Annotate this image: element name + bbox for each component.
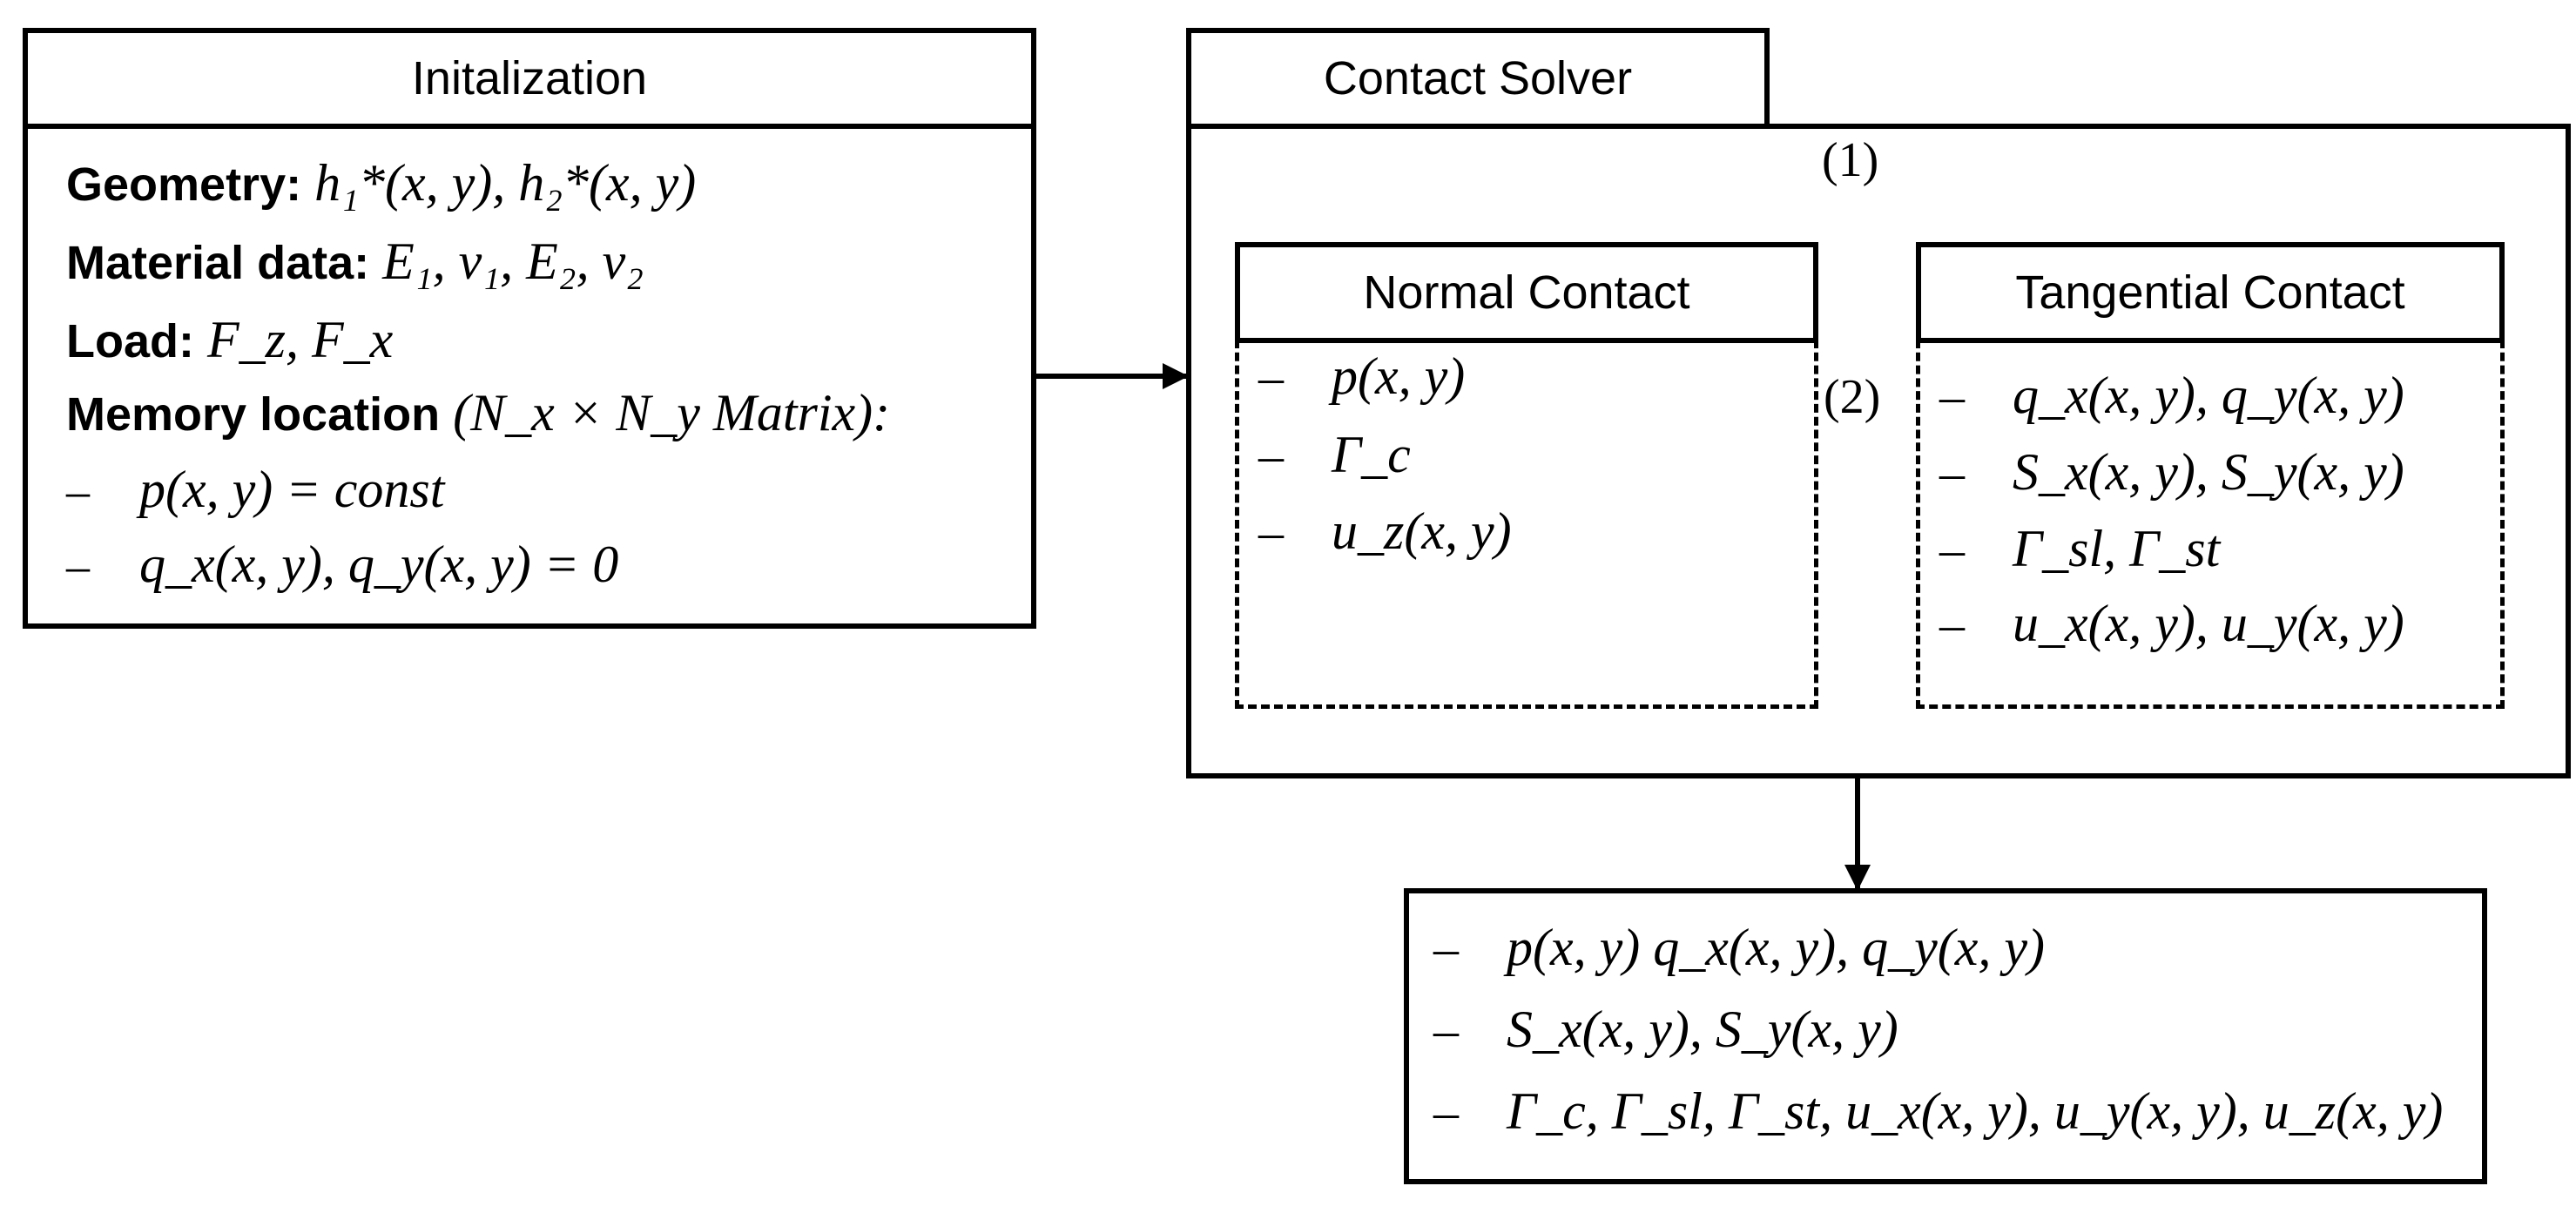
load-label: Load: [66, 315, 194, 367]
output-box: –p(x, y) q_x(x, y), q_y(x, y) –S_x(x, y)… [1404, 888, 2487, 1184]
tangential-contact-title: Tangential Contact [2015, 266, 2405, 319]
material-value: E₁, ν₁, E₂, ν₂ [382, 232, 644, 290]
init-item-2: –q_x(x, y), q_y(x, y) = 0 [66, 536, 619, 593]
tangential-contact-title-box: Tangential Contact [1916, 242, 2505, 343]
initialization-title-box: Initalization [23, 28, 1036, 129]
cycle-label-1: (1) [1822, 133, 1879, 187]
cycle-label-2: (2) [1824, 370, 1881, 424]
material-row: Material data: E₁, ν₁, E₂, ν₂ [66, 232, 644, 292]
normal-item-3: –u_z(x, y) [1258, 502, 1512, 560]
geometry-value: h₁*(x, y), h₂*(x, y) [314, 154, 697, 212]
load-row: Load: F_z, F_x [66, 310, 393, 370]
normal-item-1: –p(x, y) [1258, 347, 1466, 405]
solver-title: Contact Solver [1323, 52, 1633, 104]
tangential-item-2: –S_x(x, y), S_y(x, y) [1939, 443, 2404, 501]
tangential-item-3: –Γ_sl, Γ_st [1939, 520, 2221, 577]
solver-title-box: Contact Solver [1186, 28, 1770, 129]
output-item-3: –Γ_c, Γ_sl, Γ_st, u_x(x, y), u_y(x, y), … [1433, 1082, 2444, 1140]
memory-row: Memory location (N_x × N_y Matrix): [66, 383, 890, 443]
initialization-title: Initalization [411, 52, 648, 104]
tangential-item-4: –u_x(x, y), u_y(x, y) [1939, 595, 2404, 652]
normal-item-2: –Γ_c [1258, 426, 1411, 483]
normal-contact-title: Normal Contact [1363, 266, 1690, 319]
tangential-item-1: –q_x(x, y), q_y(x, y) [1939, 367, 2404, 424]
output-item-1: –p(x, y) q_x(x, y), q_y(x, y) [1433, 919, 2045, 976]
normal-contact-outputs: –p(x, y) –Γ_c –u_z(x, y) [1235, 340, 1818, 709]
memory-value: (N_x × N_y Matrix): [453, 384, 891, 441]
tangential-contact-outputs: –q_x(x, y), q_y(x, y) –S_x(x, y), S_y(x,… [1916, 340, 2505, 709]
memory-label: Memory location [66, 388, 441, 441]
material-label: Material data: [66, 237, 370, 289]
output-item-2: –S_x(x, y), S_y(x, y) [1433, 1001, 1898, 1058]
initialization-box: Geometry: h₁*(x, y), h₂*(x, y) Material … [23, 124, 1036, 629]
solver-box [1186, 124, 2571, 778]
geometry-row: Geometry: h₁*(x, y), h₂*(x, y) [66, 153, 696, 213]
init-item-1: –p(x, y) = const [66, 461, 445, 518]
normal-contact-title-box: Normal Contact [1235, 242, 1818, 343]
geometry-label: Geometry: [66, 158, 302, 211]
load-value: F_z, F_x [207, 311, 394, 368]
